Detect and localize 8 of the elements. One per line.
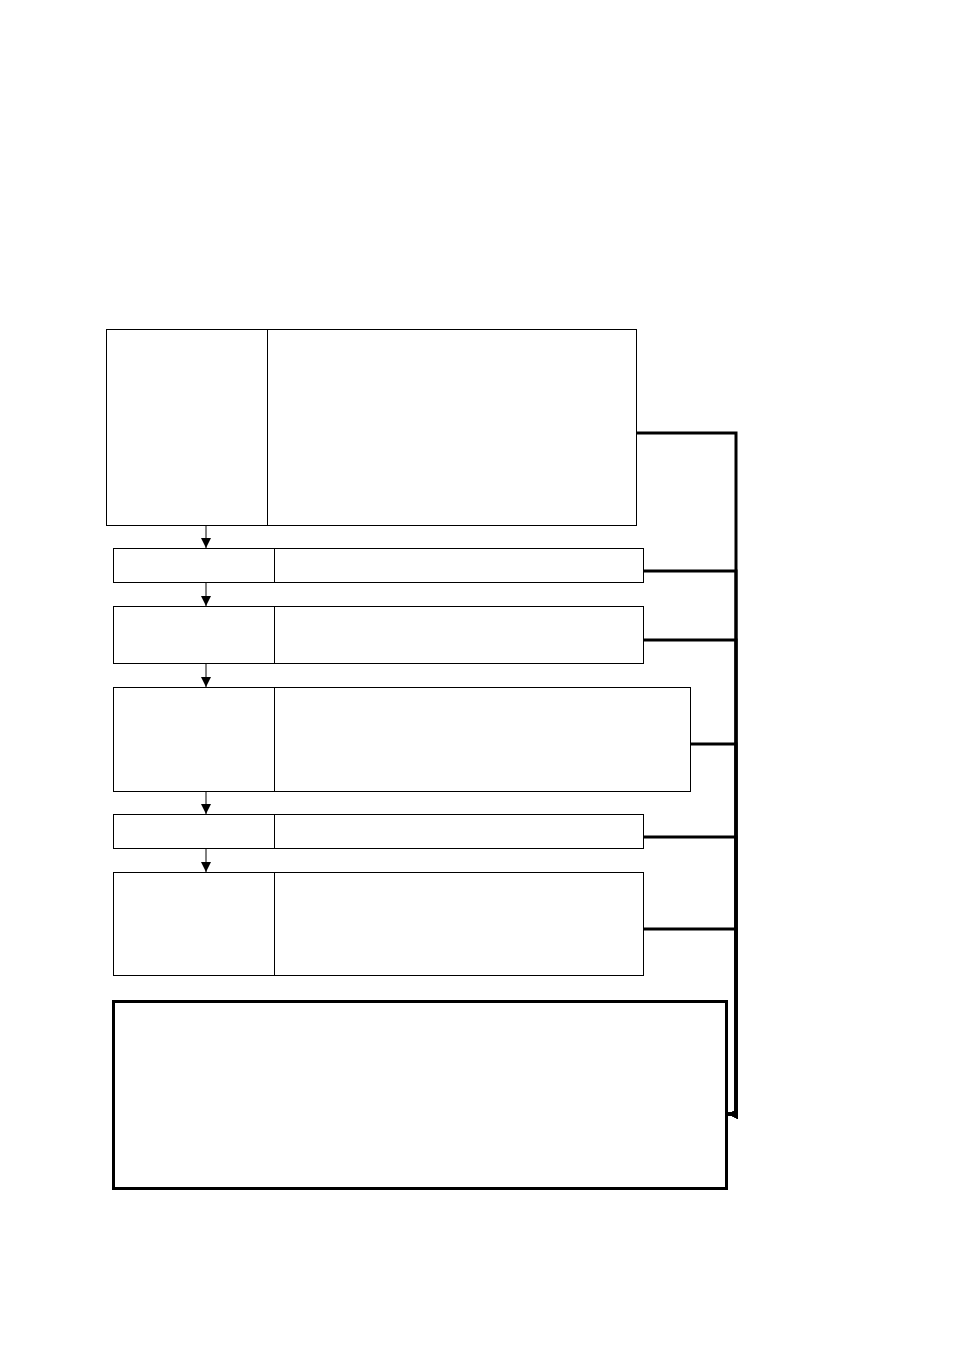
arrow — [201, 525, 211, 549]
arrow — [644, 927, 738, 1119]
arrow — [201, 791, 211, 815]
empty-box — [112, 1000, 728, 1190]
arrow — [201, 848, 211, 873]
empty-box — [106, 329, 268, 526]
arrow — [201, 582, 211, 607]
arrow — [201, 663, 211, 688]
